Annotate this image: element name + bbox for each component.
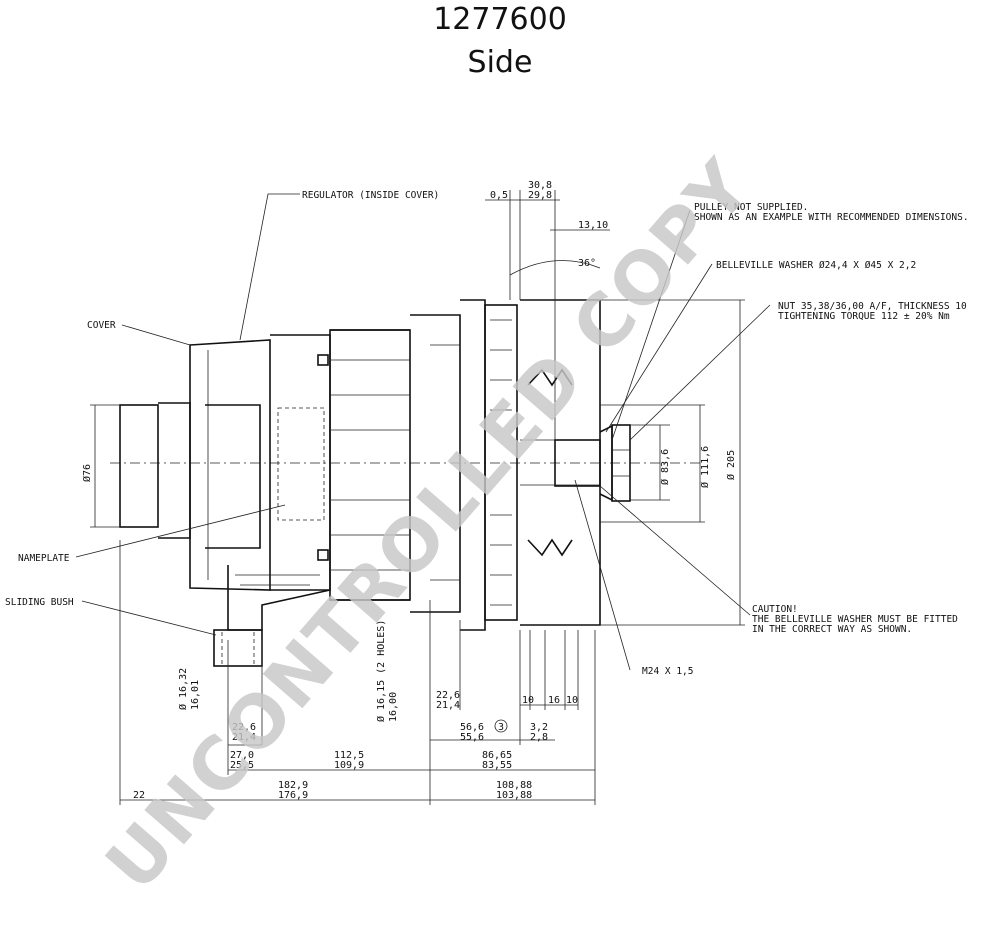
dim-176-9: 176,9 — [278, 790, 308, 801]
dim-182-9: 182,9 — [278, 780, 308, 791]
dim-holes-16-15: Ø 16,15 (2 HOLES) — [375, 620, 387, 722]
dim-56-6: 56,6 — [460, 722, 484, 733]
dim-25-5: 25,5 — [230, 760, 254, 771]
dim-22: 22 — [133, 790, 145, 801]
balloon-3 — [494, 719, 508, 733]
sliding-bush-callout: SLIDING BUSH — [5, 597, 74, 608]
dim-10-left: 10 — [522, 695, 534, 706]
dim-103-88: 103,88 — [496, 790, 532, 801]
dim-2-8: 2,8 — [530, 732, 548, 743]
dim-13-10: 13,10 — [578, 220, 608, 231]
housing-outline — [270, 299, 486, 631]
mounting-foot — [213, 565, 331, 667]
dim-16: 16 — [548, 695, 560, 706]
fan — [484, 304, 518, 621]
nut-note-line-1: NUT 35,38/36,00 A/F, THICKNESS 10 — [778, 301, 967, 312]
regulator-callout: REGULATOR (INSIDE COVER) — [302, 190, 439, 201]
dim-22-6-left: 22,6 — [232, 722, 256, 733]
pulley-note-line-1: PULLEY NOT SUPPLIED. — [694, 202, 808, 213]
caution-line-2: IN THE CORRECT WAY AS SHOWN. — [752, 624, 912, 635]
dim-112-5: 112,5 — [334, 750, 364, 761]
dim-83-55: 83,55 — [482, 760, 512, 771]
dim-dia-76: Ø76 — [81, 464, 93, 482]
dim-10-right: 10 — [566, 695, 578, 706]
nameplate-callout: NAMEPLATE — [18, 553, 70, 564]
drawing-view-name: Side — [467, 45, 533, 80]
cover-callout: COVER — [87, 320, 116, 331]
bottom-dimension-lines — [119, 540, 596, 805]
rear-boss — [119, 402, 191, 539]
nut-note-line-2: TIGHTENING TORQUE 112 ± 20% Nm — [778, 311, 950, 322]
thread-callout: M24 X 1,5 — [642, 666, 693, 677]
caution-line-1: THE BELLEVILLE WASHER MUST BE FITTED — [752, 614, 958, 625]
diameter-extensions — [90, 299, 745, 626]
dim-3-2: 3,2 — [530, 722, 548, 733]
shaft-and-nut — [554, 424, 631, 502]
dim-holes-16-00: 16,00 — [388, 692, 399, 722]
dim-30-8: 30,8 — [528, 180, 552, 191]
dim-86-65: 86,65 — [482, 750, 512, 761]
dim-dia-111-6: Ø 111,6 — [699, 446, 711, 488]
dim-hole-16-01: 16,01 — [190, 680, 201, 710]
dim-55-6: 55,6 — [460, 732, 484, 743]
dim-0-5: 0,5 — [490, 190, 508, 201]
top-dimension-lines — [485, 190, 610, 440]
leader-lines — [75, 193, 771, 671]
pulley-note-line-2: SHOWN AS AN EXAMPLE WITH RECOMMENDED DIM… — [694, 212, 969, 223]
dim-angle: 36° — [578, 258, 596, 269]
dim-21-4-left: 21,4 — [232, 732, 256, 743]
dim-108-88: 108,88 — [496, 780, 532, 791]
washer-callout: BELLEVILLE WASHER Ø24,4 X Ø45 X 2,2 — [716, 260, 916, 271]
dim-27-0: 27,0 — [230, 750, 254, 761]
balloon-3-label: 3 — [498, 722, 504, 733]
dim-109-9: 109,9 — [334, 760, 364, 771]
dim-29-8: 29,8 — [528, 190, 552, 201]
dim-dia-83-6: Ø 83,6 — [659, 449, 671, 485]
dim-22-6-right: 22,6 — [436, 690, 460, 701]
dim-hole-16-32: Ø 16,32 — [177, 668, 189, 710]
cover-outline — [189, 339, 271, 591]
drawing-part-number: 1277600 — [433, 2, 567, 37]
dim-dia-205: Ø 205 — [725, 450, 737, 480]
caution-heading: CAUTION! — [752, 604, 798, 615]
dim-21-4-right: 21,4 — [436, 700, 460, 711]
uncontrolled-copy-watermark: UNCONTROLLED COPY — [89, 143, 767, 906]
